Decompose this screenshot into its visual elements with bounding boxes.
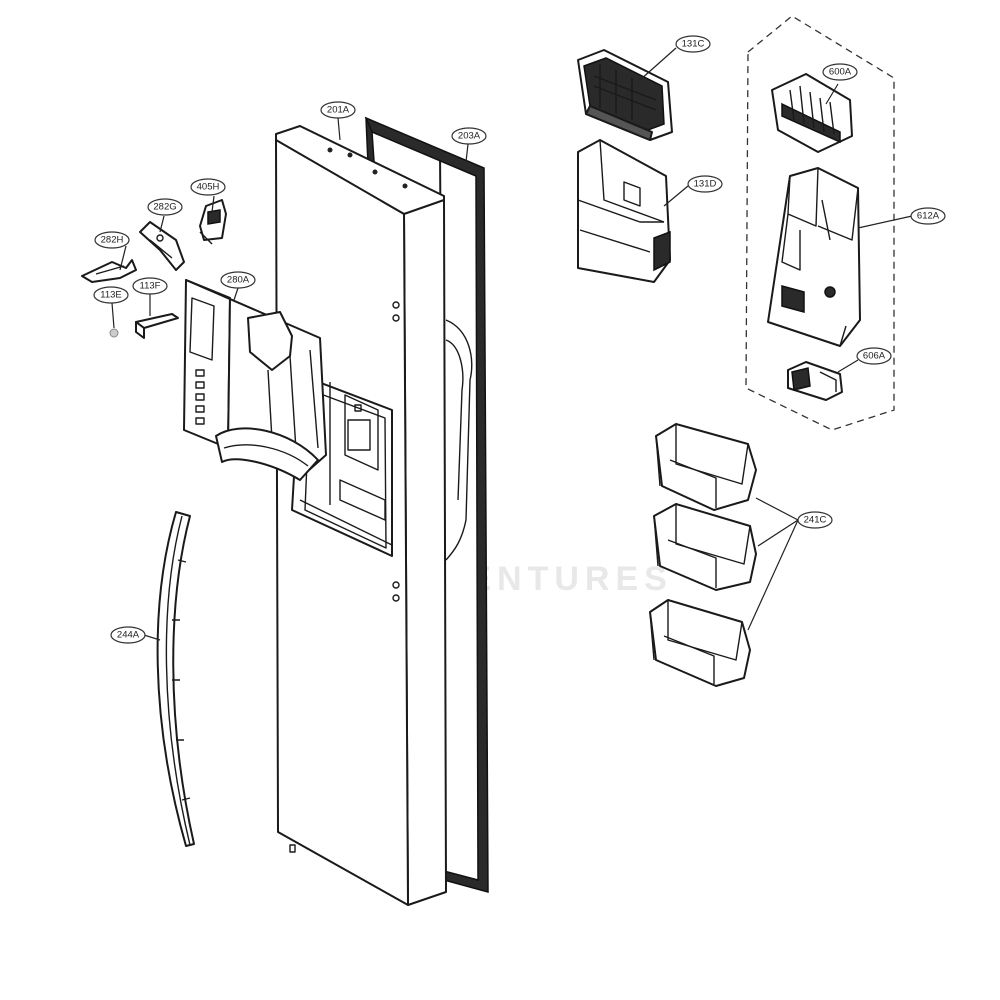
door-bin-bottom-241C[interactable]: [649, 599, 751, 687]
callout-label: 606A: [863, 351, 886, 362]
callout-label: 241C: [804, 515, 827, 526]
callout-label: 113F: [140, 281, 161, 292]
callout-201A: 201A: [320, 101, 356, 119]
callout-label: 131C: [682, 39, 705, 50]
callout-244A: 244A: [110, 626, 146, 644]
callout-131C: 131C: [675, 35, 711, 53]
spring-282H[interactable]: [81, 259, 137, 283]
callout-131D: 131D: [687, 175, 723, 193]
callout-label: 131D: [694, 179, 717, 190]
leader-lines: [111, 47, 913, 641]
switch-405H[interactable]: [199, 199, 227, 245]
callout-label: 282H: [101, 235, 124, 246]
callout-label: 405H: [197, 182, 220, 193]
dispenser-assembly-280A[interactable]: [183, 279, 327, 481]
callout-label: 201A: [327, 105, 350, 116]
callout-612A: 612A: [910, 207, 946, 225]
ice-bin-131D[interactable]: [577, 139, 671, 283]
callout-606A: 606A: [856, 347, 892, 365]
callout-282H: 282H: [94, 231, 130, 249]
door-bin-middle-241C[interactable]: [653, 503, 757, 591]
callout-203A: 203A: [451, 127, 487, 145]
callout-label: 612A: [917, 211, 940, 222]
callout-405H: 405H: [190, 178, 226, 196]
callout-282G: 282G: [147, 198, 183, 216]
ice-bin-cover-131C[interactable]: [577, 49, 673, 141]
callout-label: 280A: [227, 275, 250, 286]
bracket-113F[interactable]: [135, 313, 179, 339]
ice-maker-600A[interactable]: [771, 73, 853, 153]
ice-maker-group-outline: [745, 15, 895, 431]
lever-282G[interactable]: [139, 221, 185, 271]
door-bin-top-241C[interactable]: [655, 423, 757, 511]
callout-label: 600A: [829, 67, 852, 78]
door-handle-244A[interactable]: [156, 511, 195, 847]
callout-label: 244A: [117, 630, 140, 641]
callout-113E: 113E: [93, 286, 129, 304]
screw-113E[interactable]: [109, 328, 119, 338]
callout-113F: 113F: [132, 277, 168, 295]
callout-241C: 241C: [797, 511, 833, 529]
callout-label: 282G: [153, 202, 176, 213]
callout-280A: 280A: [220, 271, 256, 289]
callout-label: 113E: [100, 290, 121, 301]
callout-label: 203A: [458, 131, 481, 142]
motor-606A[interactable]: [787, 361, 843, 401]
ice-maker-housing-612A[interactable]: [767, 167, 861, 347]
callout-600A: 600A: [822, 63, 858, 81]
